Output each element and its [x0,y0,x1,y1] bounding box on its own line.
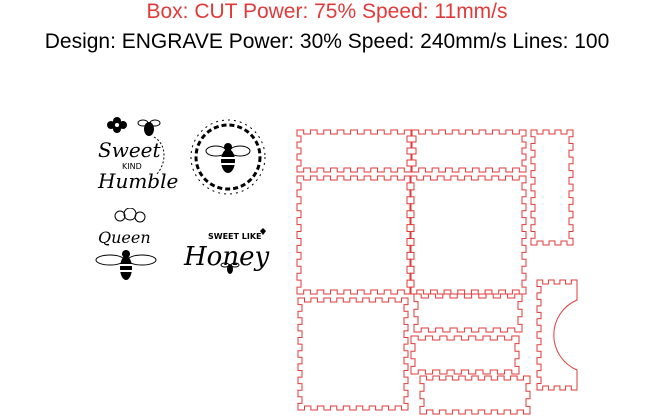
flowers-icon [114,208,146,223]
kind-word: KIND [122,162,142,171]
sweet-like-words: SWEET LIKE [208,232,262,241]
engrave-settings-text: Design: ENGRAVE Power: 30% Speed: 240mm/… [44,30,610,53]
bee-wreath-design [190,119,266,195]
bee-trail [153,136,165,176]
lid-top-piece-right [411,129,527,173]
arched-end-piece [536,279,578,391]
sweet-like-honey-design: SWEET LIKE Honey [183,228,269,274]
sweet-kind-humble-design: Sweet KIND Humble [97,117,178,193]
queen-word: Queen [98,228,151,247]
side-panel-large-left [296,175,412,295]
bee-icon [95,250,157,280]
floral-wreath [194,123,262,191]
strip-piece-2 [410,335,520,375]
queen-bee-design: Queen [95,208,157,280]
side-panel-large-right [409,175,527,295]
bee-icon [137,119,161,136]
humble-word: Humble [97,169,178,193]
bottom-panel [297,297,409,411]
lid-top-piece-left [296,129,412,173]
sweet-word: Sweet [98,138,161,162]
strip-piece-1 [413,293,523,333]
bee-icon [220,262,240,274]
cut-settings-text: Box: CUT Power: 75% Speed: 11mm/s [146,0,508,23]
heart-icon [260,228,266,235]
strip-piece-3 [419,375,531,415]
bee-icon [205,143,251,173]
end-piece-tall [530,129,574,246]
flower-icon [107,117,127,133]
